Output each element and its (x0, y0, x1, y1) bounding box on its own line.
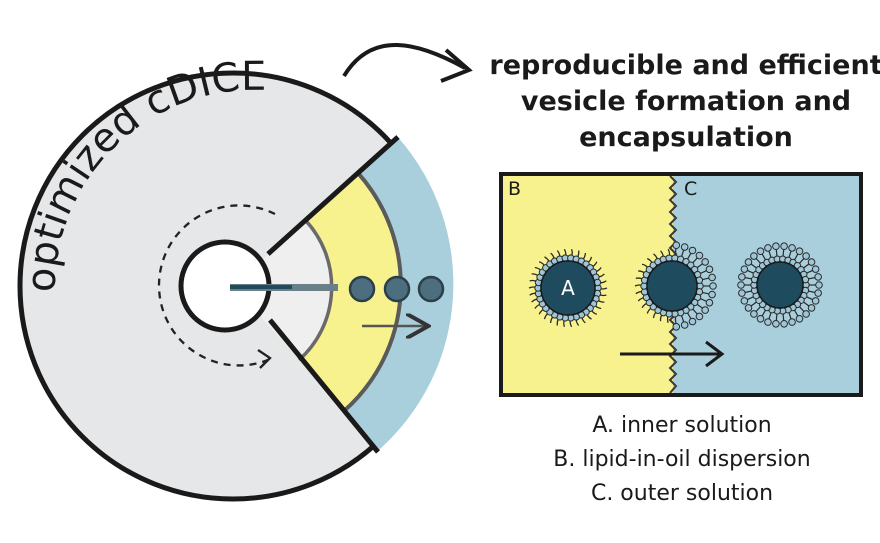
lipid-head (705, 298, 714, 307)
lipid-head (708, 290, 716, 299)
lipid-head (756, 247, 765, 256)
transit-arrowhead (705, 340, 725, 368)
lipid-head (688, 246, 697, 255)
chamber-boundary (297, 219, 334, 362)
lipid-head (695, 312, 704, 321)
lipid-head (705, 265, 714, 274)
lipid-head (772, 319, 780, 328)
lipid-head (795, 247, 804, 256)
lipid-head (708, 273, 716, 282)
cdice-disk: optimized cDICE (17, 54, 454, 502)
lipid-head (680, 243, 689, 251)
headline: reproducible and efficient vesicle forma… (489, 50, 880, 153)
lipid-head (695, 251, 704, 260)
lipid-head (750, 252, 758, 260)
mechanism-panel: A B C (499, 172, 863, 397)
droplet-tag: A (561, 276, 575, 300)
lipid-head (738, 273, 746, 281)
sector-wall-bottom (268, 318, 380, 454)
lipid-head (738, 289, 746, 297)
lipid-head (780, 242, 788, 251)
lipid-head (672, 241, 681, 250)
lipid-head (756, 314, 765, 323)
headline-line-2: vesicle formation and (521, 86, 851, 117)
lipid-head (802, 252, 810, 260)
lipid-head (788, 318, 796, 326)
lipid-head (680, 321, 689, 329)
lipid-head (701, 258, 709, 266)
lipid-head (788, 244, 796, 252)
legend-item-c: C. outer solution (591, 481, 773, 506)
lipid-head (814, 289, 822, 297)
legend-item-b: B. lipid-in-oil dispersion (553, 447, 810, 472)
rotation-arrowhead (257, 349, 272, 369)
sector-wall-top (266, 135, 400, 256)
lipid-head (815, 281, 823, 289)
emitted-droplet (417, 275, 445, 303)
lipid-head (772, 242, 780, 251)
emitted-droplet (383, 275, 411, 303)
lipid-head (709, 282, 717, 290)
lipid-head (672, 322, 681, 331)
capillary-inner (230, 285, 292, 289)
lipid-head (744, 258, 753, 266)
lipid-head (807, 258, 816, 266)
legend: A. inner solution B. lipid-in-oil disper… (553, 413, 810, 506)
droplet-in-oil (528, 248, 608, 328)
aqueous-core (540, 260, 596, 316)
lipid-head (814, 273, 822, 281)
panel-tag-c: C (684, 178, 697, 200)
lipid-head (750, 310, 758, 318)
lipid-head (737, 281, 745, 289)
vesicle-in-outer-solution (737, 242, 823, 328)
lipid-head (764, 244, 772, 252)
headline-line-3: encapsulation (579, 122, 793, 153)
droplet-crossing-interface (634, 241, 717, 331)
lipid-head (701, 306, 709, 314)
panel-frame (499, 172, 863, 397)
emitted-droplet (348, 275, 376, 303)
connector-arrow (342, 43, 473, 83)
lipid-head (740, 265, 749, 273)
lipid-head (764, 318, 772, 326)
panel-tag-b: B (508, 178, 521, 200)
lipid-head (807, 304, 816, 312)
lipid-head (688, 317, 697, 326)
rotation-arrow (157, 204, 276, 367)
lipid-head (744, 304, 753, 312)
lipid-head (795, 314, 804, 323)
lipid-head (811, 265, 820, 273)
headline-line-1: reproducible and efficient (489, 50, 880, 81)
lipid-head (780, 319, 788, 328)
aqueous-core (756, 261, 804, 309)
legend-item-a: A. inner solution (592, 413, 771, 438)
aqueous-core (646, 260, 698, 312)
lipid-head (811, 297, 820, 305)
lipid-head (802, 310, 810, 318)
lipid-head (740, 297, 749, 305)
